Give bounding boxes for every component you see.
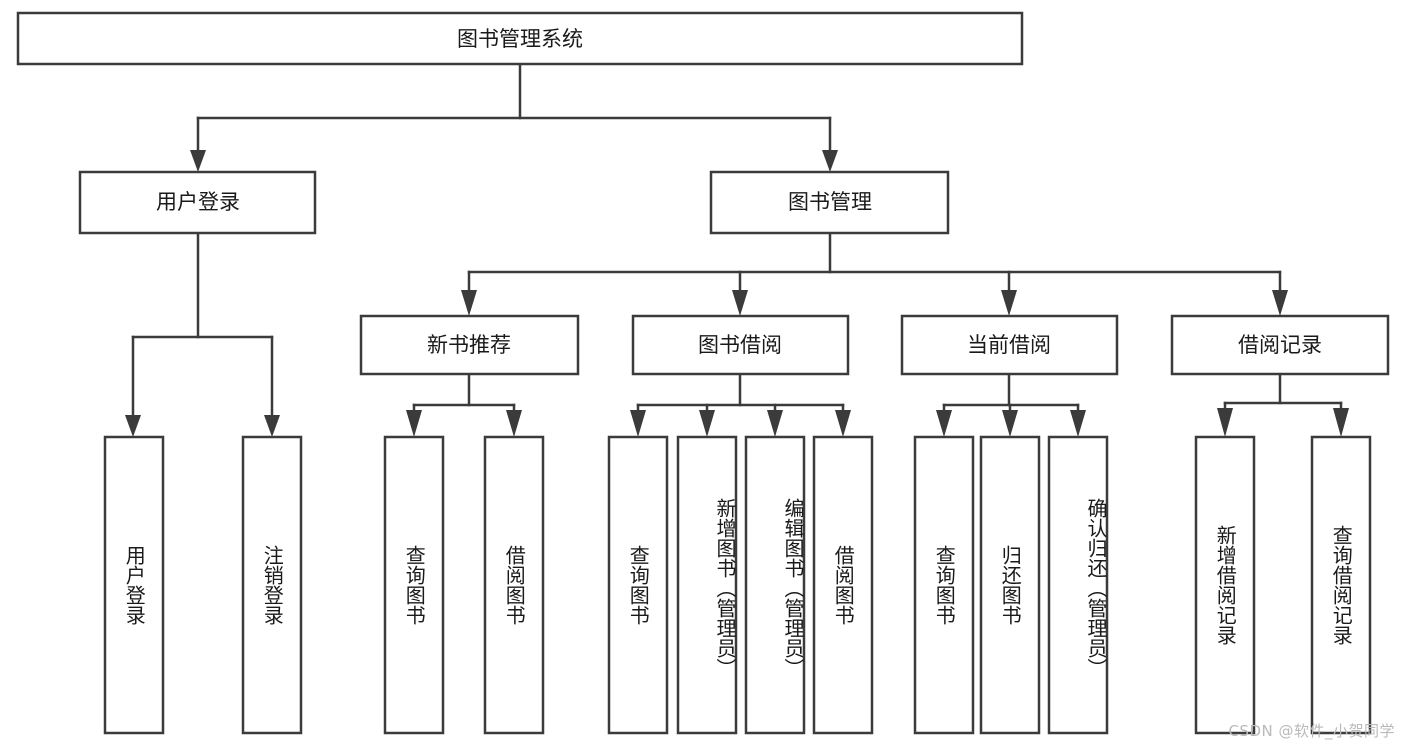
leaf-box-nb-query-book[interactable]	[383, 435, 445, 735]
arrowhead-user-login	[190, 150, 206, 172]
arrowhead-br-leaf-2	[1333, 408, 1349, 437]
node-box-book-borrow[interactable]	[631, 314, 850, 376]
connectors-borrow-record-to-leaves	[1217, 372, 1349, 437]
node-box-user-login[interactable]	[78, 170, 317, 235]
node-label-current-borrow: 当前借阅	[967, 333, 1051, 357]
leaf-box-bb-add-book[interactable]	[676, 435, 738, 735]
arrowhead-new-book	[461, 290, 477, 316]
leaf-box-cb-confirm-return[interactable]	[1047, 435, 1109, 735]
leaf-box-br-add-record[interactable]	[1194, 435, 1256, 735]
arrowhead-cb-leaf-1	[936, 410, 952, 437]
connectors-current-borrow-to-leaves	[936, 372, 1086, 437]
node-label-root: 图书管理系统	[457, 27, 583, 51]
arrowhead-br-leaf-1	[1217, 408, 1233, 437]
arrowhead-nb-leaf-1	[406, 410, 422, 437]
node-label-book-manage: 图书管理	[788, 190, 872, 214]
arrowhead-bb-leaf-1	[630, 410, 646, 437]
arrowhead-cb-leaf-3	[1070, 410, 1086, 437]
connectors-user-login-to-leaves	[125, 231, 280, 437]
arrowhead-nb-leaf-2	[506, 410, 522, 437]
leaf-box-user-login-login[interactable]	[103, 435, 165, 735]
leaf-box-br-query-record[interactable]	[1310, 435, 1372, 735]
node-box-book-manage[interactable]	[709, 170, 950, 235]
arrowhead-book-manage	[822, 150, 838, 172]
node-label-user-login: 用户登录	[156, 190, 240, 214]
node-label-book-borrow: 图书借阅	[698, 333, 782, 357]
arrowhead-bb-leaf-4	[835, 410, 851, 437]
node-box-borrow-record[interactable]	[1170, 314, 1390, 376]
node-box-new-book-recommend[interactable]	[359, 314, 580, 376]
leaf-box-bb-borrow-book[interactable]	[812, 435, 874, 735]
connectors-book-borrow-to-leaves	[630, 372, 851, 437]
arrowhead-leaf-logout	[264, 415, 280, 437]
node-label-new-book-recommend: 新书推荐	[427, 333, 511, 357]
arrowhead-bb-leaf-3	[767, 410, 783, 437]
arrowhead-leaf-user-login	[125, 415, 141, 437]
node-label-borrow-record: 借阅记录	[1238, 333, 1322, 357]
leaf-box-cb-query-book[interactable]	[913, 435, 975, 735]
arrowhead-book-borrow	[732, 290, 748, 316]
node-box-current-borrow[interactable]	[900, 314, 1119, 376]
arrowhead-borrow-record	[1272, 290, 1288, 316]
leaf-box-user-login-logout[interactable]	[241, 435, 303, 735]
leaf-box-bb-edit-book[interactable]	[744, 435, 806, 735]
leaf-box-bb-query-book[interactable]	[607, 435, 669, 735]
arrowhead-bb-leaf-2	[699, 410, 715, 437]
arrowhead-cb-leaf-2	[1002, 410, 1018, 437]
csdn-watermark: CSDN @软件_小贺同学	[1228, 722, 1395, 740]
arrowhead-current-borrow	[1001, 290, 1017, 316]
connectors-new-book-to-leaves	[406, 372, 522, 437]
leaf-box-cb-return-book[interactable]	[979, 435, 1041, 735]
node-box-root[interactable]	[16, 11, 1024, 66]
leaf-box-nb-borrow-book[interactable]	[483, 435, 545, 735]
connectors-root-to-level2	[190, 62, 838, 172]
connectors-book-manage-to-level3	[461, 231, 1288, 316]
